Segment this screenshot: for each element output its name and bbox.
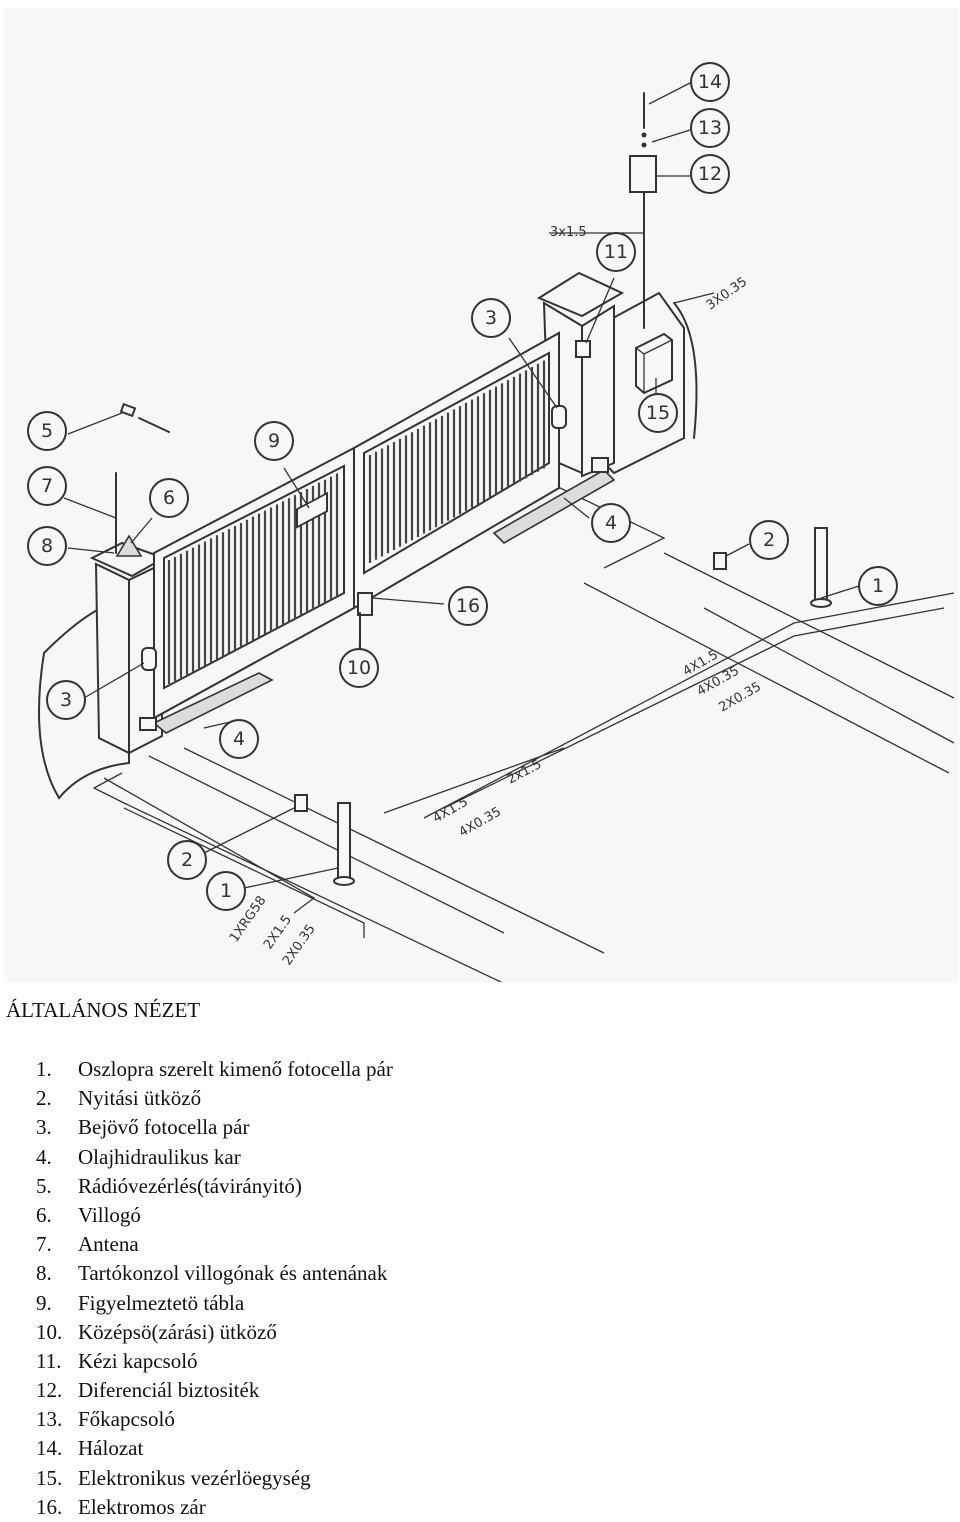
cable-label: 3x1.5	[550, 225, 587, 240]
legend-item: 15.Elektronikus vezérlöegység	[36, 1465, 311, 1490]
callout-circle	[690, 154, 730, 194]
callout-number: 9	[268, 430, 280, 452]
callout-c1b: 1	[206, 871, 246, 911]
photocell-right	[551, 405, 567, 429]
callout-number: 4	[605, 512, 617, 534]
callout-c14: 14	[690, 62, 730, 102]
ground-lines	[92, 447, 955, 982]
callout-circle	[27, 466, 67, 506]
electric-lock	[357, 592, 373, 616]
callout-c13: 13	[690, 108, 730, 148]
callout-number: 3	[485, 307, 497, 329]
legend-item: 5.Rádióvezérlés(távirányitó)	[36, 1173, 302, 1198]
callout-c8: 8	[27, 526, 67, 566]
callout-number: 2	[181, 849, 193, 871]
callout-number: 1	[872, 575, 884, 597]
callout-number: 12	[698, 163, 722, 185]
photocell-post-back	[713, 527, 832, 608]
callout-c5: 5	[27, 411, 67, 451]
callout-circle	[27, 411, 67, 451]
hydraulic-arm-left	[139, 672, 274, 734]
legend-item: 8.Tartókonzol villogónak és antenának	[36, 1261, 388, 1286]
callout-circle	[149, 478, 189, 518]
callout-c6: 6	[149, 478, 189, 518]
callout-number: 5	[41, 420, 53, 442]
callout-circle	[27, 526, 67, 566]
callout-c3a: 3	[471, 298, 511, 338]
legend-item: 9.Figyelmeztetö tábla	[36, 1290, 245, 1315]
gate-leaf-left	[153, 446, 355, 720]
callout-c3b: 3	[46, 680, 86, 720]
legend-item: 14.Hálozat	[36, 1436, 144, 1461]
control-box	[635, 332, 673, 395]
callout-circle	[638, 393, 678, 433]
callout-c7: 7	[27, 466, 67, 506]
leader-lines	[63, 82, 860, 889]
callout-circle	[858, 566, 898, 606]
callout-number: 7	[41, 475, 53, 497]
legend-item: 10.Középsö(zárási) ütköző	[36, 1319, 277, 1344]
legend-item: 11.Kézi kapcsoló	[36, 1348, 198, 1373]
callout-number: 13	[698, 117, 722, 139]
callout-number: 8	[41, 535, 53, 557]
legend-item: 1.Oszlopra szerelt kimenő fotocella pár	[36, 1057, 393, 1081]
callout-circle	[690, 62, 730, 102]
callout-number: 1	[220, 880, 232, 902]
callout-circle	[591, 503, 631, 543]
callout-c11: 11	[596, 232, 636, 272]
callout-number: 6	[163, 487, 175, 509]
mains-box	[629, 92, 657, 329]
figure-title: ÁLTALÁNOS NÉZET	[6, 998, 201, 1022]
callout-circle	[749, 520, 789, 560]
callout-c10: 10	[339, 648, 379, 688]
callout-circle	[254, 421, 294, 461]
callout-number: 16	[456, 595, 480, 617]
callout-circle	[167, 840, 207, 880]
legend-item: 3.Bejövő fotocella pár	[36, 1115, 250, 1140]
callout-number: 3	[60, 689, 72, 711]
legend-item: 7.Antena	[36, 1232, 139, 1257]
callout-c15: 15	[638, 393, 678, 433]
callout-circle	[448, 586, 488, 626]
legend-item: 16.Elektromos zár	[36, 1494, 206, 1519]
callout-c2a: 2	[749, 520, 789, 560]
callout-c2b: 2	[167, 840, 207, 880]
callout-c9: 9	[254, 421, 294, 461]
callout-circle	[596, 232, 636, 272]
photocell-post-front	[294, 794, 355, 886]
legend-list: 1.Oszlopra szerelt kimenő fotocella pár …	[36, 1055, 393, 1522]
callout-number: 11	[604, 241, 628, 263]
callout-c1a: 1	[858, 566, 898, 606]
legend-item: 13.Főkapcsoló	[36, 1407, 175, 1432]
callout-number: 15	[646, 402, 670, 424]
legend-item: 12.Diferenciál biztositék	[36, 1378, 260, 1403]
callout-circle	[690, 108, 730, 148]
hydraulic-arm-right	[492, 457, 616, 544]
callout-c12: 12	[690, 154, 730, 194]
legend-item: 4.Olajhidraulikus kar	[36, 1144, 241, 1169]
legend-item: 2.Nyitási ütköző	[36, 1086, 202, 1111]
legend-item: 6.Villogó	[36, 1202, 141, 1227]
callout-circle	[206, 871, 246, 911]
callout-c16: 16	[448, 586, 488, 626]
callout-circle	[339, 648, 379, 688]
manual-switch	[575, 340, 591, 358]
callout-c4b: 4	[219, 719, 259, 759]
remote-control	[119, 402, 170, 433]
callout-number: 2	[763, 529, 775, 551]
photocell-left	[141, 647, 157, 671]
callout-number: 14	[698, 71, 722, 93]
callout-c4a: 4	[591, 503, 631, 543]
callout-circle	[471, 298, 511, 338]
gate-leaf-right	[353, 331, 560, 610]
flasher-antenna	[115, 472, 143, 557]
callout-number: 10	[347, 657, 371, 679]
callout-circle	[219, 719, 259, 759]
callout-number: 4	[233, 728, 245, 750]
callout-circle	[46, 680, 86, 720]
